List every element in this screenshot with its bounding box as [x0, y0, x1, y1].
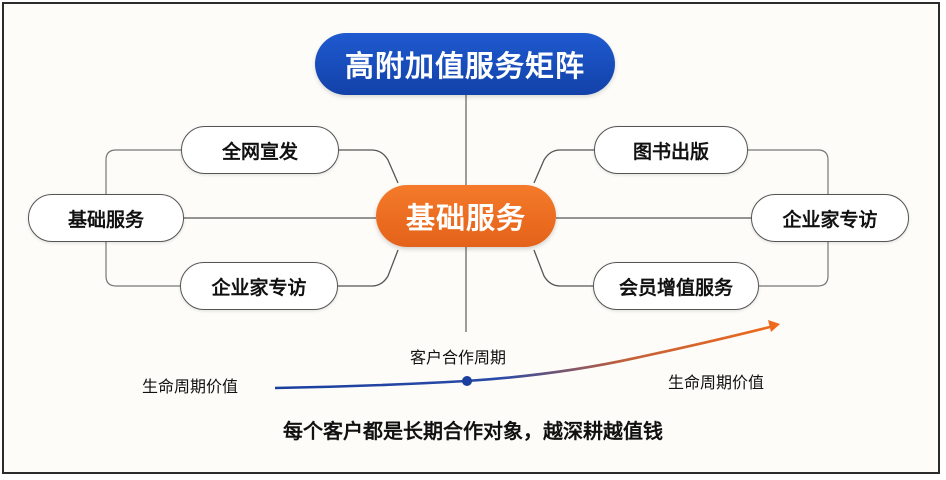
connector-right-bot: [533, 249, 593, 287]
node-right-middle: 企业家专访: [751, 194, 909, 242]
node-left-middle: 基础服务: [28, 194, 184, 242]
node-right-bottom: 会员增值服务: [593, 262, 759, 310]
connector-right-outer-top: [748, 149, 829, 194]
core-service-pill: 基础服务: [376, 185, 556, 247]
bottom-caption: 每个客户都是长期合作对象，越深耕越值钱: [283, 419, 663, 443]
node-left-bottom: 企业家专访: [180, 262, 338, 310]
connector-left-bot: [338, 249, 399, 287]
node-right-top: 图书出版: [594, 126, 748, 174]
curve-point: [462, 376, 472, 386]
connector-right-top: [533, 149, 594, 184]
lifecycle-value-curve: [274, 324, 775, 390]
customer-cycle-label: 客户合作周期: [410, 348, 507, 367]
connector-left-outer-top: [105, 149, 181, 194]
connector-left-top: [339, 149, 399, 184]
node-left-top: 全网宣发: [181, 126, 339, 174]
curve-arrow-head: [768, 320, 780, 332]
connector-right-outer-bot: [759, 242, 829, 287]
lifecycle-value-label-right: 生命周期价值: [668, 373, 765, 392]
lifecycle-value-label-left: 生命周期价值: [142, 377, 239, 396]
connector-left-outer-bot: [105, 242, 180, 287]
title-pill: 高附加值服务矩阵: [315, 33, 615, 95]
